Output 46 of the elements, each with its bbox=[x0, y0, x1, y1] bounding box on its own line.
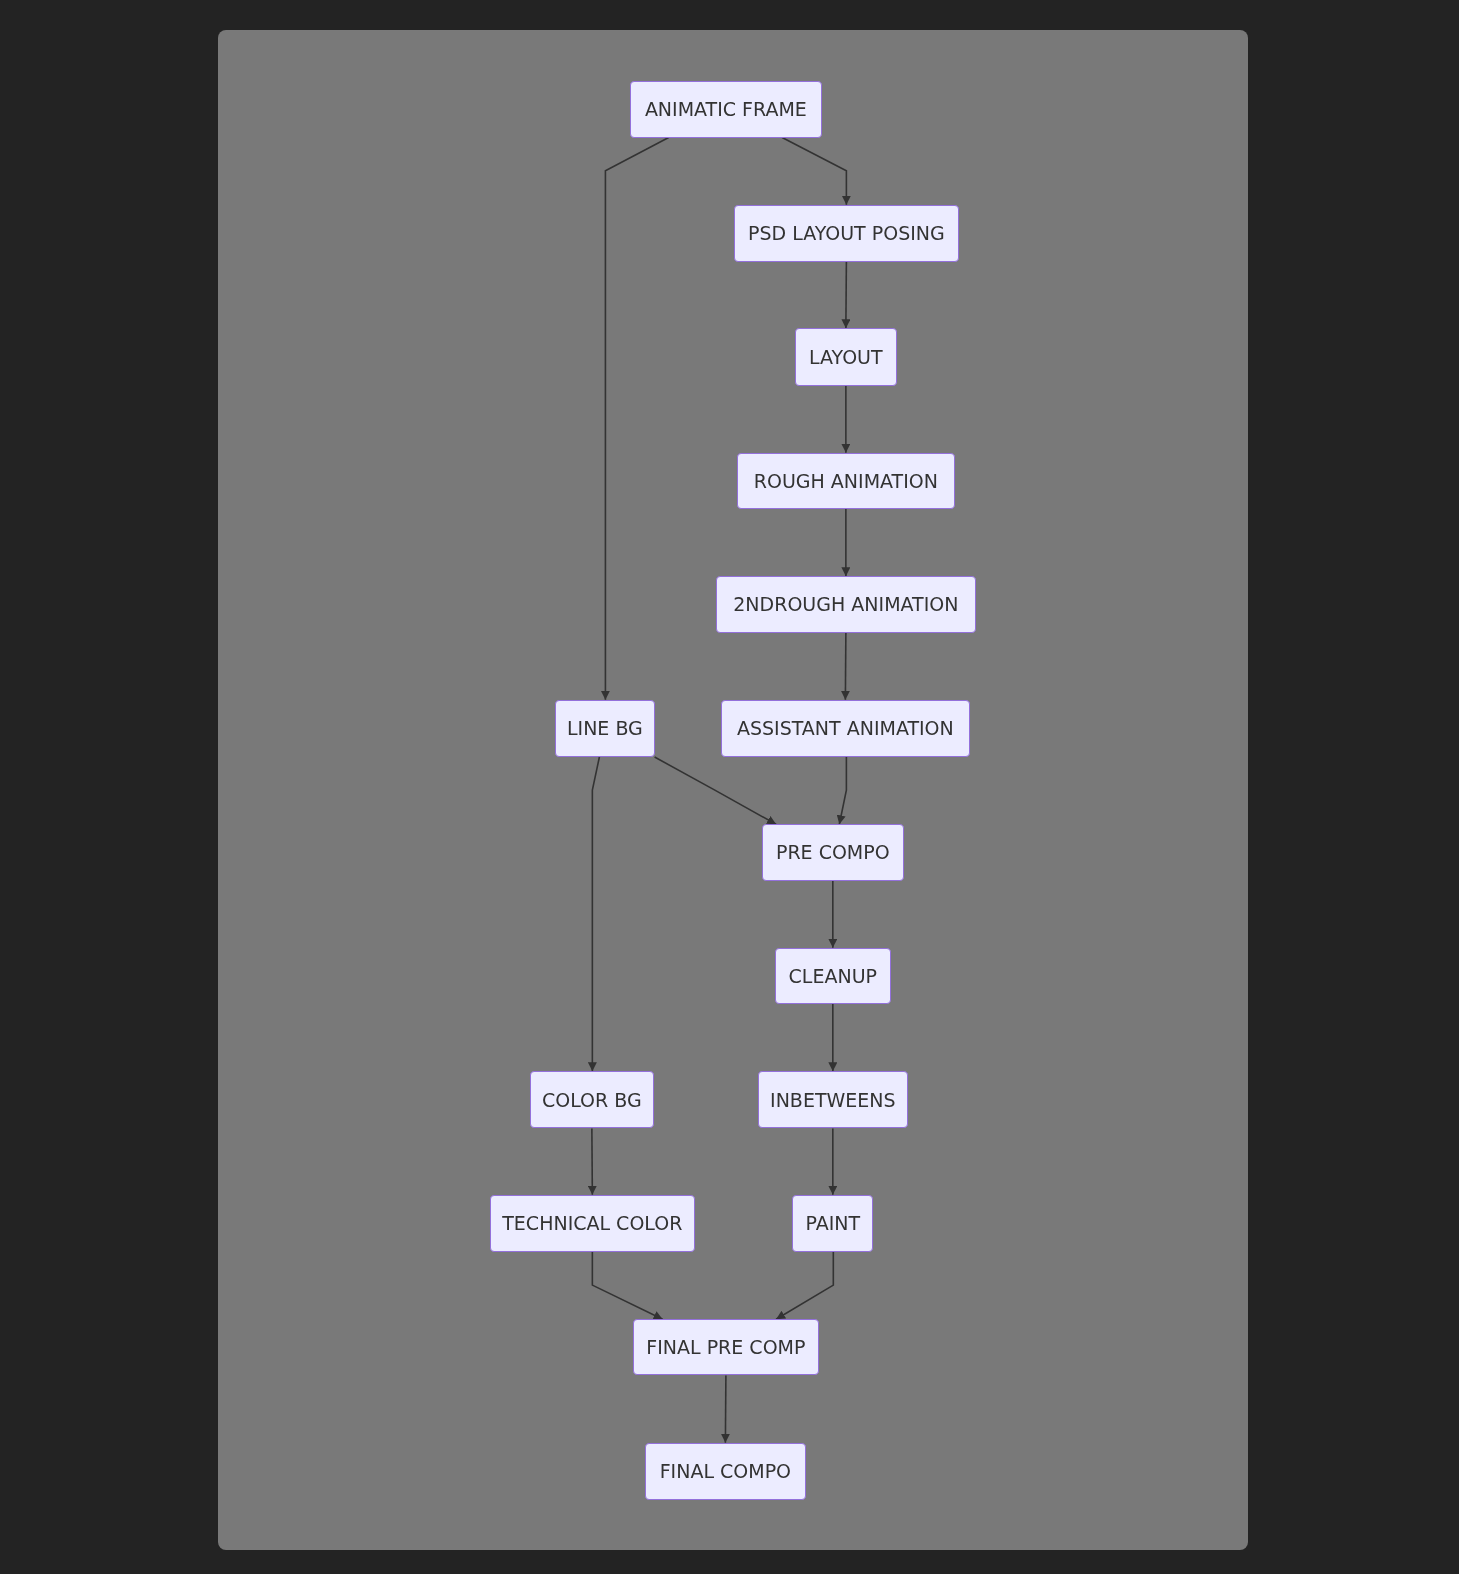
process-box bbox=[733, 204, 959, 263]
node-label: ROUGH ANIMATION bbox=[753, 469, 938, 492]
node-label: CLEANUP bbox=[788, 964, 877, 987]
arrow bbox=[587, 756, 601, 1073]
node-label: ASSISTANT ANIMATION bbox=[736, 717, 954, 740]
arrow bbox=[828, 1127, 838, 1196]
process-box bbox=[795, 328, 897, 386]
arrow bbox=[841, 384, 851, 454]
arrow bbox=[841, 508, 851, 578]
node-label: PAINT bbox=[805, 1212, 861, 1235]
process-box bbox=[629, 81, 823, 138]
node-label: FINAL PRE COMP bbox=[646, 1336, 806, 1359]
node-label: INBETWEENS bbox=[770, 1088, 896, 1111]
arrow bbox=[836, 756, 848, 826]
node-label: TECHNICAL COLOR bbox=[502, 1212, 683, 1235]
node-label: COLOR BG bbox=[541, 1088, 642, 1111]
arrow bbox=[840, 631, 850, 701]
process-box bbox=[644, 1442, 807, 1500]
arrow bbox=[841, 261, 851, 330]
process-box bbox=[736, 452, 955, 509]
arrow bbox=[828, 1003, 838, 1073]
arrow bbox=[781, 136, 851, 206]
node-label: PRE COMPO bbox=[775, 841, 890, 864]
node-label: ANIMATIC FRAME bbox=[644, 98, 807, 121]
process-box bbox=[530, 1071, 654, 1129]
process-box bbox=[489, 1194, 695, 1252]
process-box bbox=[775, 947, 891, 1004]
process-box bbox=[555, 699, 655, 757]
arrow bbox=[653, 756, 777, 826]
arrow bbox=[775, 1251, 835, 1321]
arrow bbox=[828, 879, 838, 949]
arrow bbox=[600, 136, 670, 701]
node-label: LINE BG bbox=[566, 717, 643, 740]
process-box bbox=[632, 1319, 820, 1376]
process-box bbox=[720, 699, 970, 757]
arrow bbox=[591, 1251, 664, 1321]
process-box bbox=[792, 1194, 874, 1252]
arrow bbox=[587, 1127, 597, 1196]
node-label: 2NDROUGH ANIMATION bbox=[733, 593, 959, 616]
node-label: FINAL COMPO bbox=[659, 1460, 792, 1483]
arrow bbox=[720, 1374, 730, 1444]
node-label: PSD LAYOUT POSING bbox=[747, 222, 945, 245]
process-box bbox=[758, 1071, 908, 1129]
node-label: LAYOUT bbox=[809, 345, 883, 368]
process-box bbox=[715, 576, 976, 633]
process-box bbox=[762, 824, 904, 881]
